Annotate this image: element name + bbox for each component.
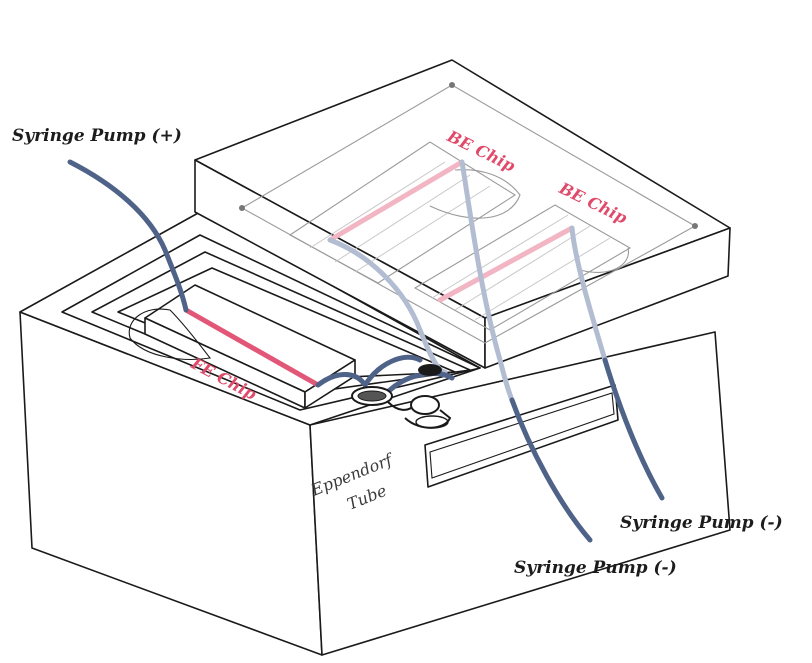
tube-pump-plus <box>67 159 189 313</box>
label-pump-minus-right: Syringe Pump (-) <box>620 513 783 533</box>
be-chip-left-outline <box>288 141 517 284</box>
be-chip-right-outline <box>413 204 632 331</box>
fe-chip-body <box>128 284 356 409</box>
side-slot-inner <box>429 392 615 479</box>
label-pump-plus: Syringe Pump (+) <box>12 126 182 146</box>
corner-marker <box>239 205 245 211</box>
tube-be-right-faded <box>569 225 608 363</box>
tube-be-left-down-faded <box>459 159 515 403</box>
corner-marker <box>692 223 698 229</box>
tube-fe-outlet <box>315 354 423 388</box>
tube-pump-minus-right <box>602 357 665 501</box>
tube-pump-minus-bottom <box>509 397 593 543</box>
fe-channel <box>183 307 321 388</box>
be-channel-right <box>437 225 575 303</box>
corner-marker <box>449 82 455 88</box>
label-pump-minus-bottom: Syringe Pump (-) <box>514 558 677 578</box>
fe-recess-outer <box>61 234 481 411</box>
eppendorf-tube <box>351 364 452 429</box>
side-slot <box>424 384 619 488</box>
be-housing-right-face <box>484 227 731 369</box>
channels <box>183 159 575 388</box>
be-channel-left <box>327 159 465 243</box>
